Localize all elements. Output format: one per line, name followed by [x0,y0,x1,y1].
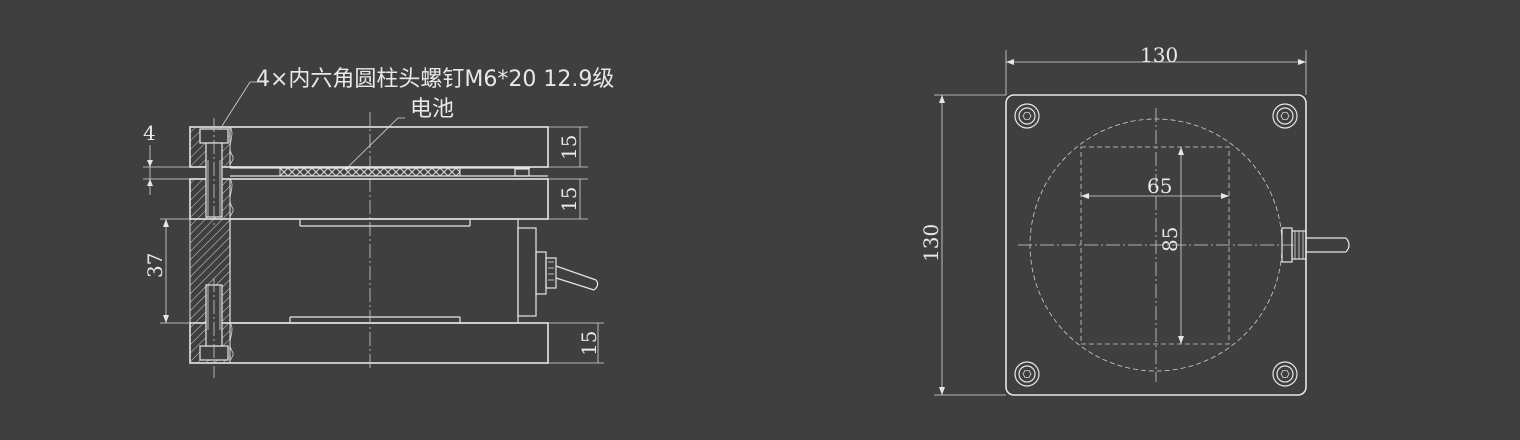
screw-head-br [1272,361,1298,387]
dim-height: 37 [143,253,167,278]
dim-top-plate: 15 [557,135,581,160]
bottom-plate [189,322,549,364]
bolt-note: 4×内六角圆柱头螺钉M6*20 12.9级 [256,67,614,92]
battery-label: 电池 [410,97,454,122]
dim-plate-height: 130 [919,224,943,262]
screw-head-tr [1272,103,1298,129]
bolt-leader [221,81,258,127]
middle-plate [189,178,549,220]
cable [555,265,597,281]
dim-bottom-plate: 15 [577,331,601,356]
side-view [143,81,604,378]
screw-head-tl [1014,103,1040,129]
top-view [934,50,1350,396]
top-plate [189,126,549,168]
dim-middle-plate: 15 [557,187,581,212]
sensor-body [229,218,519,324]
dim-inner-height: 85 [1158,227,1182,252]
battery-leader [346,117,405,169]
dim-gap: 4 [143,121,156,145]
battery-outline [1080,146,1230,345]
screw-head-bl [1014,361,1040,387]
top-cable-connector [1281,227,1350,263]
dim-width: 130 [1140,43,1178,67]
cable-connector [535,251,547,295]
dim-inner-width: 65 [1147,174,1172,198]
